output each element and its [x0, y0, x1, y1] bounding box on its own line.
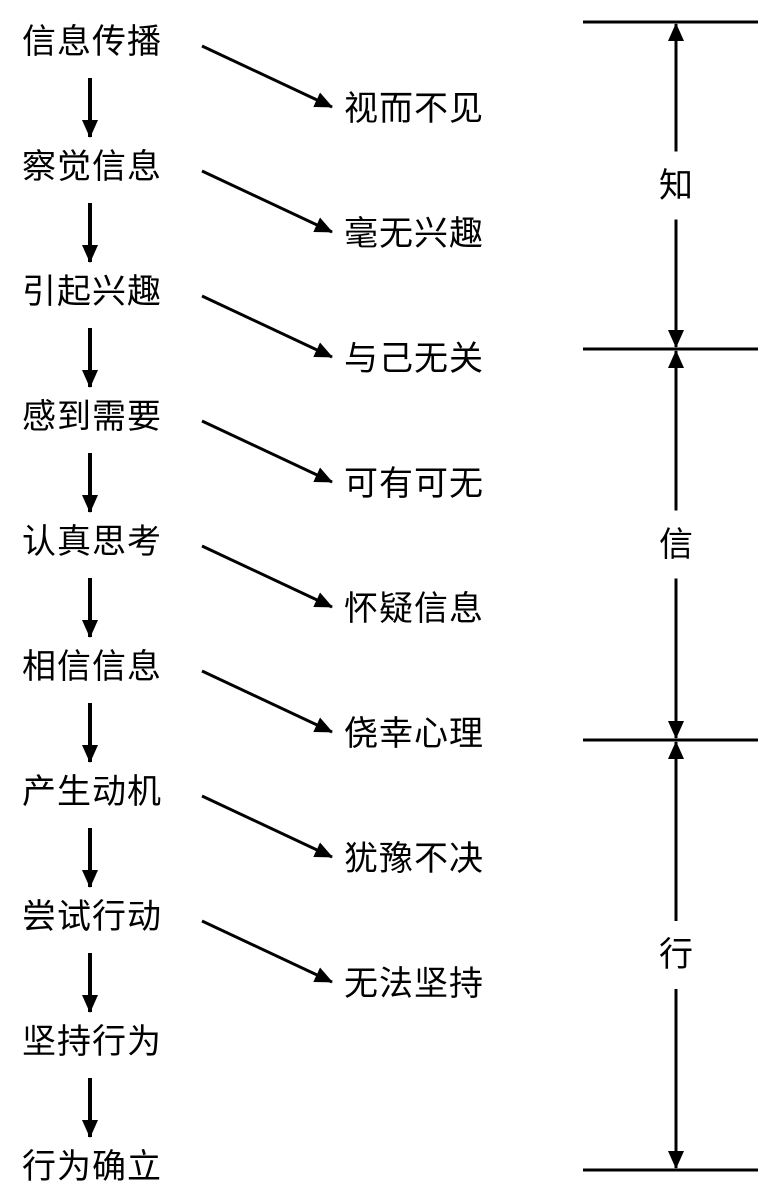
barrier-arrow — [201, 669, 333, 734]
stage-label: 行为确立 — [22, 1147, 162, 1187]
barrier-arrow — [201, 44, 333, 109]
stage-label: 感到需要 — [22, 397, 162, 437]
barrier-arrow — [201, 794, 333, 859]
stage-label: 察觉信息 — [22, 147, 162, 187]
stage-label: 信息传播 — [22, 22, 162, 62]
stage-label: 认真思考 — [22, 522, 162, 562]
barrier-arrows — [201, 44, 333, 984]
stage-label: 引起兴趣 — [22, 272, 162, 312]
stage-label: 尝试行动 — [22, 897, 162, 937]
barrier-label: 视而不见 — [344, 89, 484, 129]
barrier-label: 无法坚持 — [344, 964, 484, 1004]
barrier-label: 怀疑信息 — [344, 589, 484, 629]
phase-label: 信 — [655, 518, 697, 571]
stage-label: 坚持行为 — [22, 1022, 162, 1062]
barrier-label: 与己无关 — [344, 339, 484, 379]
barrier-label: 犹豫不决 — [344, 839, 484, 879]
phase-label: 知 — [655, 159, 697, 212]
stage-label: 产生动机 — [22, 772, 162, 812]
phase-scale — [583, 20, 758, 1172]
barrier-arrow — [201, 169, 333, 234]
barrier-label: 可有可无 — [344, 464, 484, 504]
barrier-label: 侥幸心理 — [344, 714, 484, 754]
barrier-label: 毫无兴趣 — [344, 214, 484, 254]
barrier-arrow — [201, 294, 333, 359]
barrier-arrow — [201, 544, 333, 609]
barrier-arrow — [201, 919, 333, 984]
stage-label: 相信信息 — [22, 647, 162, 687]
phase-label: 行 — [655, 929, 697, 981]
barrier-arrow — [201, 419, 333, 484]
